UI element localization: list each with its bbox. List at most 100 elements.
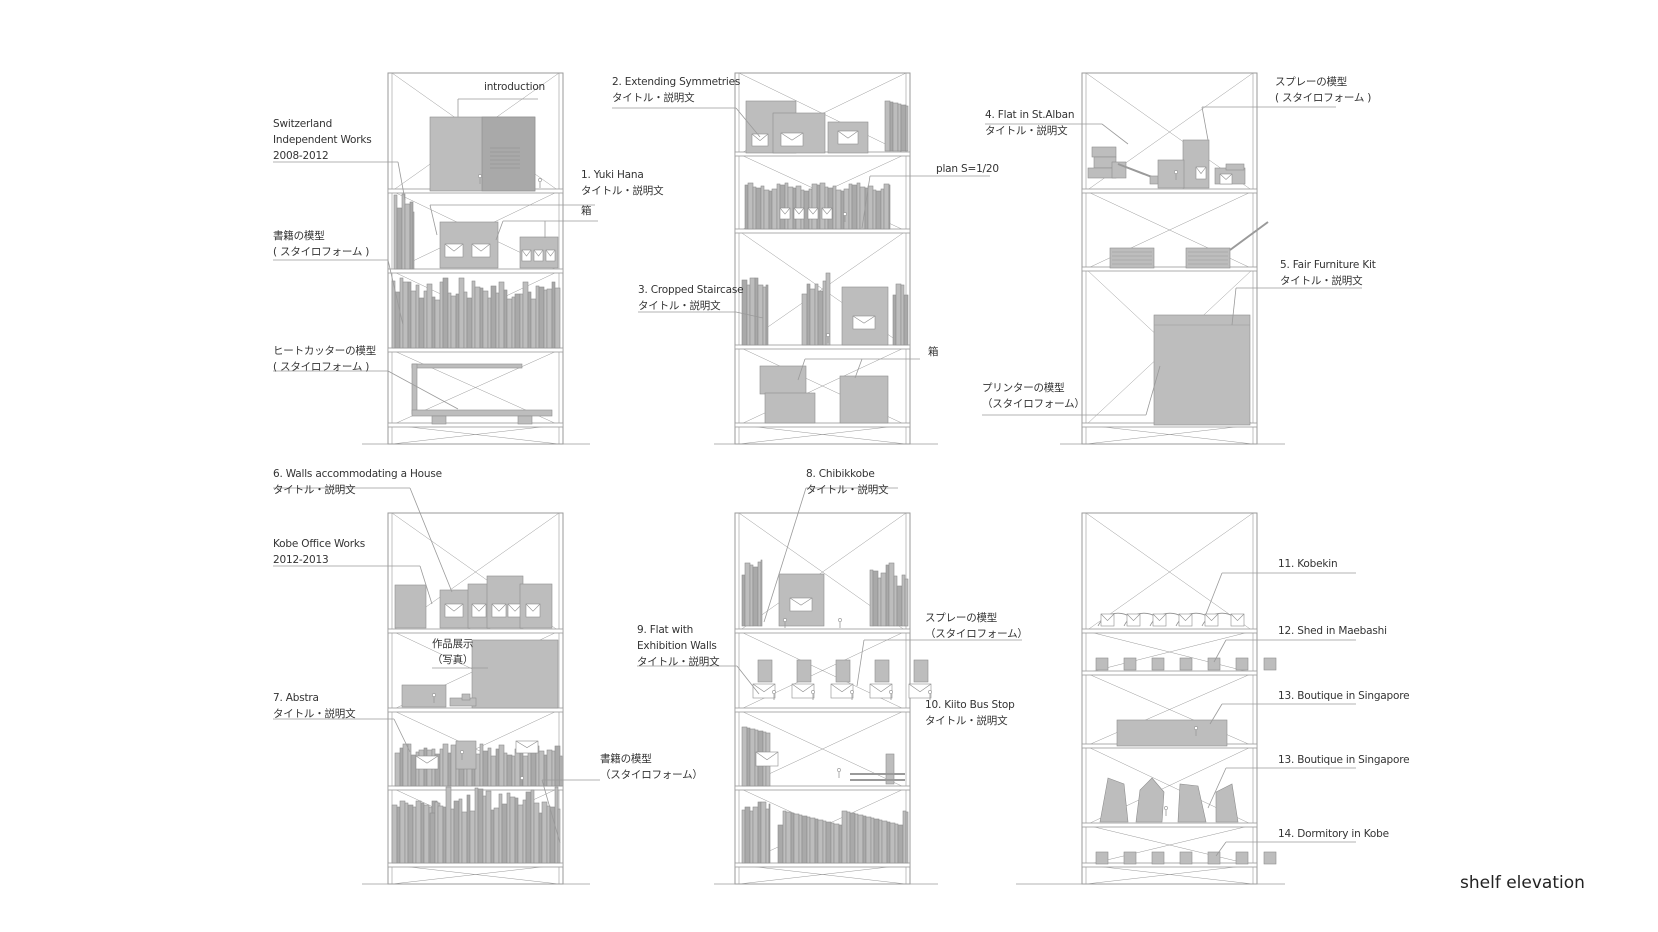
book-spine [801, 293, 808, 346]
book-spine [546, 288, 553, 349]
book-spine [533, 802, 540, 864]
furniture-kit-block [1153, 314, 1251, 426]
book-spine [889, 822, 896, 864]
dormitory-block [1123, 851, 1137, 865]
book-spine [760, 185, 765, 230]
envelope-flap [793, 207, 805, 215]
label-line: 箱 [581, 205, 592, 217]
boutique-form [1177, 783, 1207, 823]
person-figure-head [478, 174, 482, 178]
person-figure-head [850, 690, 854, 694]
book-spine [905, 811, 909, 864]
book-spine [442, 277, 449, 349]
book-spine [442, 743, 449, 787]
envelope-flap [507, 603, 523, 612]
shed-block [1151, 657, 1165, 671]
book-spine [806, 816, 811, 864]
book-spine [445, 786, 452, 864]
book-spine [833, 823, 840, 864]
heat-cutter-arm [411, 363, 523, 369]
shelf-museum-board-right [481, 116, 536, 192]
book-spine [498, 281, 505, 349]
book-spine [757, 284, 764, 346]
envelope-flap [491, 603, 507, 612]
shelf-unit-4-brace [391, 864, 560, 885]
book-spine [407, 804, 414, 864]
book-spine [423, 804, 430, 864]
envelope-flap [830, 683, 854, 693]
book-spine [511, 755, 516, 787]
envelope-icon [1219, 173, 1233, 185]
label-line: タイトル・説明文 [637, 656, 720, 668]
book-spine [509, 796, 516, 864]
book-spine [760, 801, 767, 864]
envelope-flap [1230, 613, 1245, 622]
shelf-unit-6-inner-frame [1085, 512, 1254, 885]
book-spine [900, 284, 905, 346]
person-figure-head [783, 618, 787, 622]
book-spine [744, 806, 751, 864]
leader-maebashi [1213, 639, 1227, 663]
label-heat-cutter-model: ヒートカッターの模型( スタイロフォーム ) [273, 343, 376, 375]
printer-tray [1185, 247, 1231, 269]
envelope-flap [1204, 613, 1219, 622]
book-spine [404, 802, 409, 864]
book-spine [437, 805, 444, 864]
label-printer-model: プリンターの模型（スタイロフォーム） [982, 380, 1085, 412]
label-boutique-singapore-1: 13. Boutique in Singapore [1278, 688, 1410, 704]
leader-st-alban [1101, 123, 1129, 145]
person-figure-head [1174, 170, 1178, 174]
envelope-flap [525, 603, 541, 612]
book-spine [763, 189, 770, 230]
book-spine [401, 193, 406, 270]
book-spine [461, 811, 468, 864]
book-spine [447, 752, 452, 787]
book-spine [886, 821, 891, 864]
envelope-icon [545, 249, 556, 262]
book-spine [482, 795, 487, 864]
shelf-unit-1-shelf-board [387, 347, 564, 353]
leader-kobe-office [419, 565, 433, 605]
book-spine [872, 570, 879, 627]
leader-books-b [541, 779, 561, 844]
envelope-flap [779, 207, 791, 215]
envelope-icon [807, 207, 819, 220]
model-box [759, 365, 807, 395]
book-spine [856, 182, 861, 230]
book-spine [546, 805, 551, 864]
person-figure-head [520, 776, 524, 780]
shelf-unit-6-shelf-board [1081, 628, 1258, 634]
boutique-form [1099, 777, 1129, 823]
book-spine [865, 816, 872, 864]
book-spine [506, 754, 513, 787]
person-figure-head [843, 212, 847, 216]
exhibition-wall [835, 659, 851, 683]
book-spine [741, 574, 746, 627]
book-spine [782, 810, 787, 864]
shelf-unit-6-brace [1085, 824, 1254, 866]
book-spine [840, 190, 845, 230]
book-spine [830, 822, 835, 864]
label-line: （スタイロフォーム） [600, 769, 703, 781]
boutique-block [1116, 719, 1228, 747]
shed-block [1235, 657, 1249, 671]
book-spine [817, 819, 824, 864]
label-introduction: introduction [484, 79, 545, 95]
book-spine [546, 749, 553, 787]
shelf-unit-2-shelf-board [734, 228, 911, 234]
label-line: 3. Cropped Staircase [638, 284, 744, 296]
envelope-flap [1219, 173, 1233, 180]
book-spine [399, 800, 406, 864]
shelf-unit-5-inner-frame [738, 512, 907, 885]
leader-printer [1145, 365, 1161, 416]
book-spine [418, 297, 425, 349]
envelope-flap [515, 740, 539, 748]
envelope-flap [471, 603, 487, 612]
label-line: 2008-2012 [273, 150, 329, 162]
dormitory-block [1095, 851, 1109, 865]
dormitory-block [1207, 851, 1221, 865]
book-spine [744, 562, 751, 627]
